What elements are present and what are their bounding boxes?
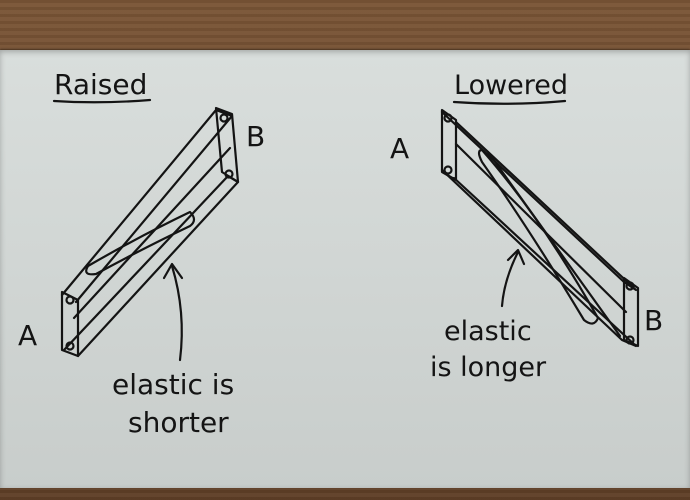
lowered-arm-upper xyxy=(440,110,638,292)
lowered-pivot-a-top xyxy=(443,113,453,123)
lowered-title-underline xyxy=(452,99,567,105)
raised-title: Raised xyxy=(54,68,147,101)
raised-arrow-head xyxy=(162,262,184,280)
raised-arm-middle xyxy=(72,146,232,320)
raised-arrow-shaft xyxy=(170,264,183,362)
raised-diagram: Raised B A elastic is shorter xyxy=(18,68,265,439)
lowered-title: Lowered xyxy=(454,70,568,101)
lowered-elastic-strand xyxy=(486,150,622,338)
raised-arm-upper xyxy=(60,108,234,304)
lowered-pivot-b-top xyxy=(625,281,635,291)
raised-end-post-b xyxy=(214,106,240,184)
raised-elastic-band xyxy=(85,210,196,276)
lowered-diagram: Lowered A B elastic is longer xyxy=(390,70,663,383)
raised-title-underline xyxy=(52,98,152,104)
raised-pivot-a-bottom xyxy=(65,341,75,351)
lowered-arrow-head xyxy=(506,248,526,266)
lowered-label-b: B xyxy=(644,304,663,337)
raised-pivot-a-top xyxy=(65,295,75,305)
lowered-note-line2: is longer xyxy=(430,352,547,383)
index-card xyxy=(0,50,690,488)
lowered-label-a: A xyxy=(390,132,409,165)
raised-pivot-b-bottom xyxy=(224,169,234,179)
raised-label-b: B xyxy=(246,120,265,153)
lowered-pivot-a-bottom xyxy=(443,165,453,175)
lowered-pivot-b-bottom xyxy=(625,335,635,345)
raised-note-line1: elastic is xyxy=(112,368,234,401)
raised-note-line2: shorter xyxy=(128,406,229,439)
lowered-arrow-shaft xyxy=(500,250,520,308)
lowered-note-line1: elastic xyxy=(444,316,532,347)
raised-label-a: A xyxy=(18,319,37,352)
raised-pivot-b-top xyxy=(219,113,229,123)
